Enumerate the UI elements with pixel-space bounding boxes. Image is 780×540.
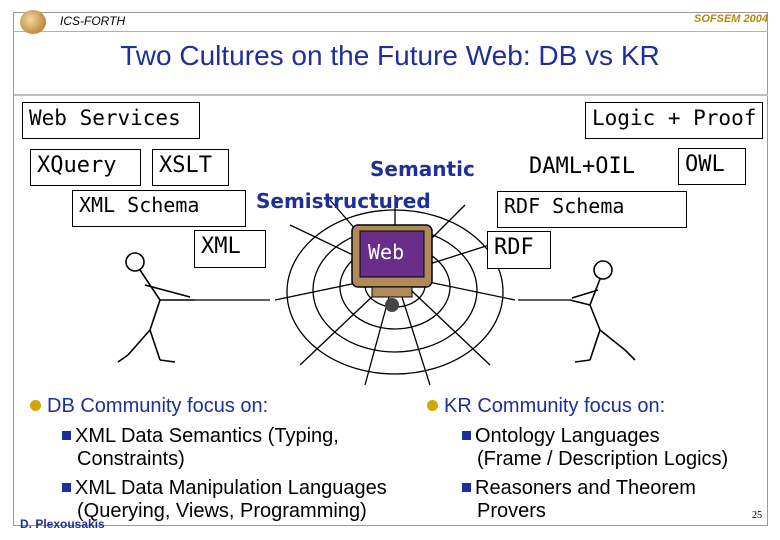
square-bullet-icon — [62, 431, 71, 440]
web-label: Web — [368, 240, 405, 264]
xslt-box: XSLT — [152, 149, 229, 186]
title-rule — [14, 94, 768, 96]
semantic-label: Semantic — [370, 157, 475, 181]
rdf-schema-box: RDF Schema — [497, 191, 687, 228]
kr-focus-item: Ontology Languages — [462, 424, 660, 448]
square-bullet-icon — [462, 483, 471, 492]
slide-frame — [13, 12, 768, 526]
xquery-box: XQuery — [30, 149, 141, 186]
square-bullet-icon — [62, 483, 71, 492]
author-name: D. Plexousakis — [20, 517, 105, 531]
daml-oil-label: DAML+OIL — [529, 154, 635, 179]
db-focus-item: XML Data Semantics (Typing, — [62, 424, 339, 448]
bullet-icon — [30, 400, 41, 411]
xml-schema-box: XML Schema — [72, 190, 246, 227]
owl-box: OWL — [678, 148, 746, 185]
xml-box: XML — [194, 230, 266, 268]
bullet-icon — [427, 400, 438, 411]
right-pulling-figure — [569, 260, 636, 363]
kr-focus-item-cont: (Frame / Description Logics) — [477, 448, 729, 470]
slide-title: Two Cultures on the Future Web: DB vs KR — [120, 40, 660, 71]
computer-monitor — [351, 224, 433, 312]
logic-proof-box: Logic + Proof — [585, 102, 763, 139]
kr-focus-item: Reasoners and Theorem — [462, 476, 696, 500]
web-services-box: Web Services — [22, 102, 200, 139]
kr-focus-item-cont: Provers — [477, 500, 546, 522]
kr-focus-heading: KR Community focus on: — [427, 394, 665, 418]
db-focus-item: XML Data Manipulation Languages — [62, 476, 387, 500]
left-pulling-figure — [117, 252, 195, 363]
org-name: ICS-FORTH — [60, 14, 126, 28]
conference-name: SOFSEM 2004 — [694, 13, 768, 25]
rdf-box: RDF — [487, 231, 551, 269]
db-focus-item-cont: (Querying, Views, Programming) — [77, 500, 367, 522]
db-focus-item-cont: Constraints) — [77, 448, 185, 470]
header-rule — [14, 31, 768, 32]
semistructured-label: Semistructured — [256, 189, 431, 213]
db-focus-heading: DB Community focus on: — [30, 394, 268, 418]
institute-logo — [20, 10, 46, 34]
square-bullet-icon — [462, 431, 471, 440]
page-number: 25 — [752, 510, 762, 521]
